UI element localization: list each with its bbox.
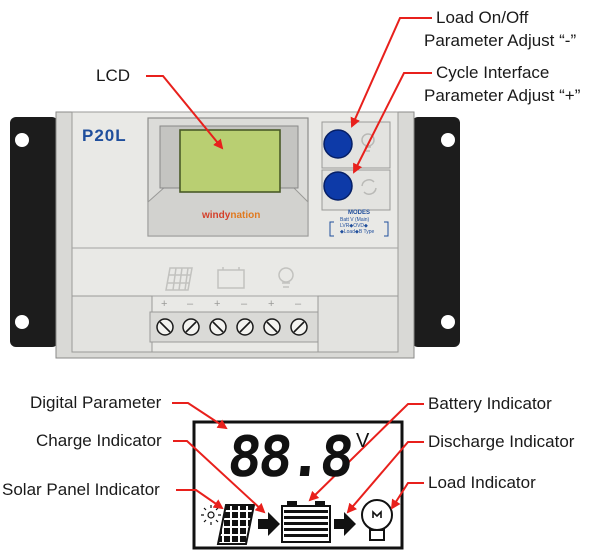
arrow-battery-indicator <box>308 403 424 502</box>
lcd-digits: 88.8 <box>224 425 355 490</box>
label-solar-panel-indicator: Solar Panel Indicator <box>2 480 160 499</box>
charge-controller <box>10 111 460 359</box>
label-cycle-1: Cycle Interface <box>436 63 550 82</box>
annotation-arrows <box>146 17 432 514</box>
brand-logo: windynation <box>202 206 260 226</box>
mounting-hole <box>441 133 455 147</box>
brand-logo-prefix: windy <box>202 210 231 221</box>
battery-faint-icon <box>217 267 245 289</box>
battery-icon <box>281 501 331 543</box>
terminal-sign: + <box>214 298 221 310</box>
modes-line-2: LVR◆OVD◆ <box>340 223 368 229</box>
terminal-sign: + <box>161 298 168 310</box>
label-load-onoff-1: Load On/Off <box>436 8 529 27</box>
modes-title: MODES <box>348 210 371 216</box>
arrow-charge-indicator <box>173 440 266 514</box>
charge-arrow-icon <box>258 512 280 536</box>
solar-panel-faint-icon <box>165 267 193 291</box>
arrow-load-onoff <box>350 17 432 128</box>
lcd-screen <box>179 129 281 193</box>
arrow-discharge-indicator <box>346 441 424 514</box>
right-mounting-bracket <box>412 117 460 347</box>
load-onoff-button[interactable] <box>323 129 353 159</box>
model-label: P20L <box>82 126 127 145</box>
load-bulb-icon <box>361 499 393 541</box>
label-load-onoff-2: Parameter Adjust “-” <box>424 31 577 50</box>
label-cycle-2: Parameter Adjust “+” <box>424 86 581 105</box>
label-battery-indicator: Battery Indicator <box>428 394 552 413</box>
arrow-solar-panel-indicator <box>176 489 224 510</box>
mounting-hole <box>15 133 29 147</box>
modes-line-1: Batt V (Main) <box>340 217 370 223</box>
arrow-load-indicator <box>390 482 424 510</box>
terminal-sign: – <box>241 298 248 310</box>
terminal-sign: + <box>268 298 275 310</box>
mounting-hole <box>15 315 29 329</box>
solar-panel-icon <box>216 504 256 545</box>
modes-line-3: ◆Load◆B Type <box>340 229 375 235</box>
load-faint-icon <box>278 267 294 288</box>
left-mounting-bracket <box>10 117 58 347</box>
arrow-cycle-interface <box>353 72 432 174</box>
label-charge-indicator: Charge Indicator <box>36 431 162 450</box>
discharge-arrow-icon <box>334 512 356 536</box>
lcd-unit: V <box>356 430 370 452</box>
terminal-sign: – <box>187 298 194 310</box>
cycle-icon <box>361 179 377 195</box>
label-digital-parameter: Digital Parameter <box>30 393 162 412</box>
brand-logo-suffix: nation <box>230 210 261 221</box>
label-load-indicator: Load Indicator <box>428 473 536 492</box>
arrow-lcd <box>146 75 224 150</box>
arrow-digital-parameter <box>172 402 228 430</box>
label-discharge-indicator: Discharge Indicator <box>428 432 575 451</box>
cycle-interface-button[interactable] <box>323 171 353 201</box>
mounting-hole <box>441 315 455 329</box>
terminal-sign: – <box>295 298 302 310</box>
label-lcd: LCD <box>96 66 131 85</box>
